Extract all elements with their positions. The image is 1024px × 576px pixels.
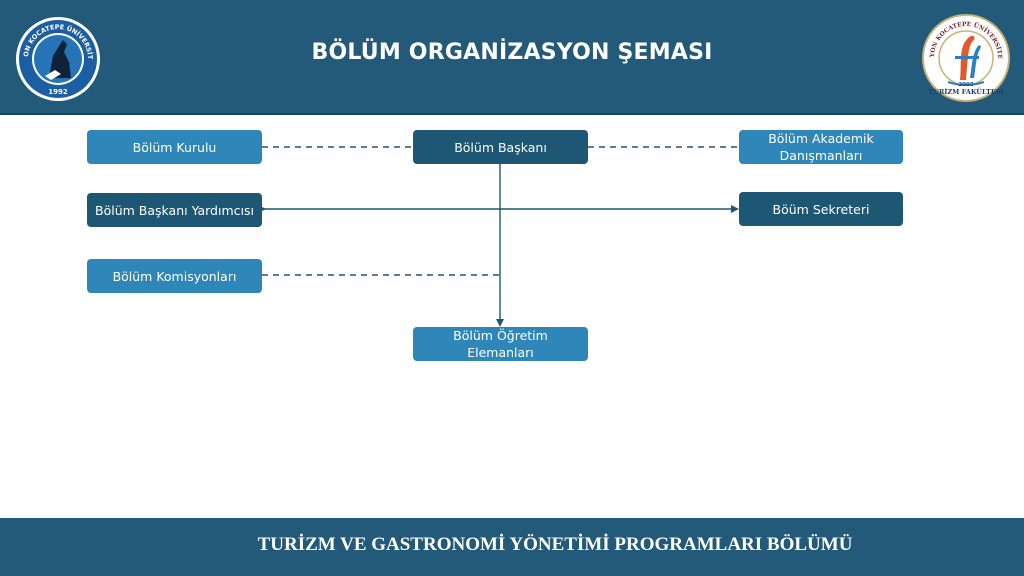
right-logo-year: 2005 — [958, 82, 973, 88]
advisors-box: Bölüm Akademik Danışmanları — [739, 130, 903, 164]
board-box: Bölüm Kurulu — [87, 130, 262, 164]
university-logo-icon: AFYON KOCATEPE ÜNİVERSİTESİ 1992 — [15, 16, 101, 102]
header-bar — [0, 0, 1024, 115]
staff-box: Bölüm Öğretim Elemanları — [413, 327, 588, 361]
left-logo-year: 1992 — [48, 88, 68, 96]
commissions-box: Bölüm Komisyonları — [87, 259, 262, 293]
page-title: BÖLÜM ORGANİZASYON ŞEMASI — [311, 40, 713, 65]
secretary-box: Böüm Sekreteri — [739, 192, 903, 226]
faculty-logo-icon: AFYON KOCATEPE ÜNİVERSİTESİ TURİZM FAKÜL… — [922, 14, 1010, 102]
right-logo-text-bottom: TURİZM FAKÜLTESİ — [928, 87, 1003, 96]
footer-title: TURİZM VE GASTRONOMİ YÖNETİMİ PROGRAMLAR… — [257, 534, 853, 555]
head-box: Bölüm Başkanı — [413, 130, 588, 164]
footer-bar — [0, 518, 1024, 576]
deputy-box: Bölüm Başkanı Yardımcısı — [87, 193, 262, 227]
